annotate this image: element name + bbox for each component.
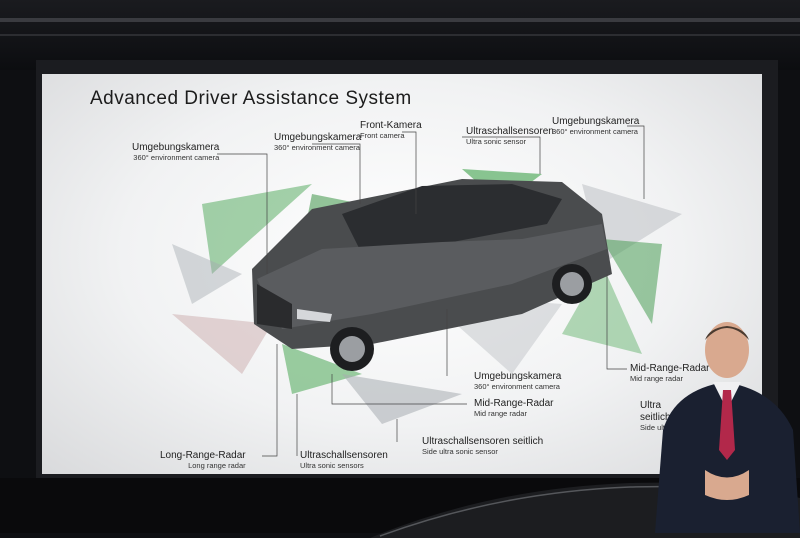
ceiling-truss	[0, 18, 800, 22]
car-body	[252, 179, 612, 349]
leader-lines	[217, 125, 645, 457]
car-grille	[257, 284, 292, 329]
car-windows	[342, 184, 562, 254]
label-ultra-partial: Ultra	[640, 400, 662, 411]
sensor-cone	[342, 374, 462, 424]
sensor-cone	[602, 239, 662, 324]
sensor-cone	[562, 264, 642, 354]
sensor-cone	[282, 344, 362, 394]
sensor-cone	[202, 184, 312, 274]
sensor-cone	[172, 244, 242, 304]
venue-ceiling	[0, 0, 800, 70]
car-wheels	[330, 264, 592, 371]
projection-screen: Advanced Driver Assistance System	[42, 74, 762, 474]
sensor-cone	[172, 314, 272, 374]
car-sensor-illustration	[172, 125, 682, 457]
presenter	[655, 322, 800, 533]
headlight	[297, 309, 332, 322]
slide-title: Advanced Driver Assistance System	[90, 88, 412, 109]
ceiling-truss	[0, 34, 800, 36]
